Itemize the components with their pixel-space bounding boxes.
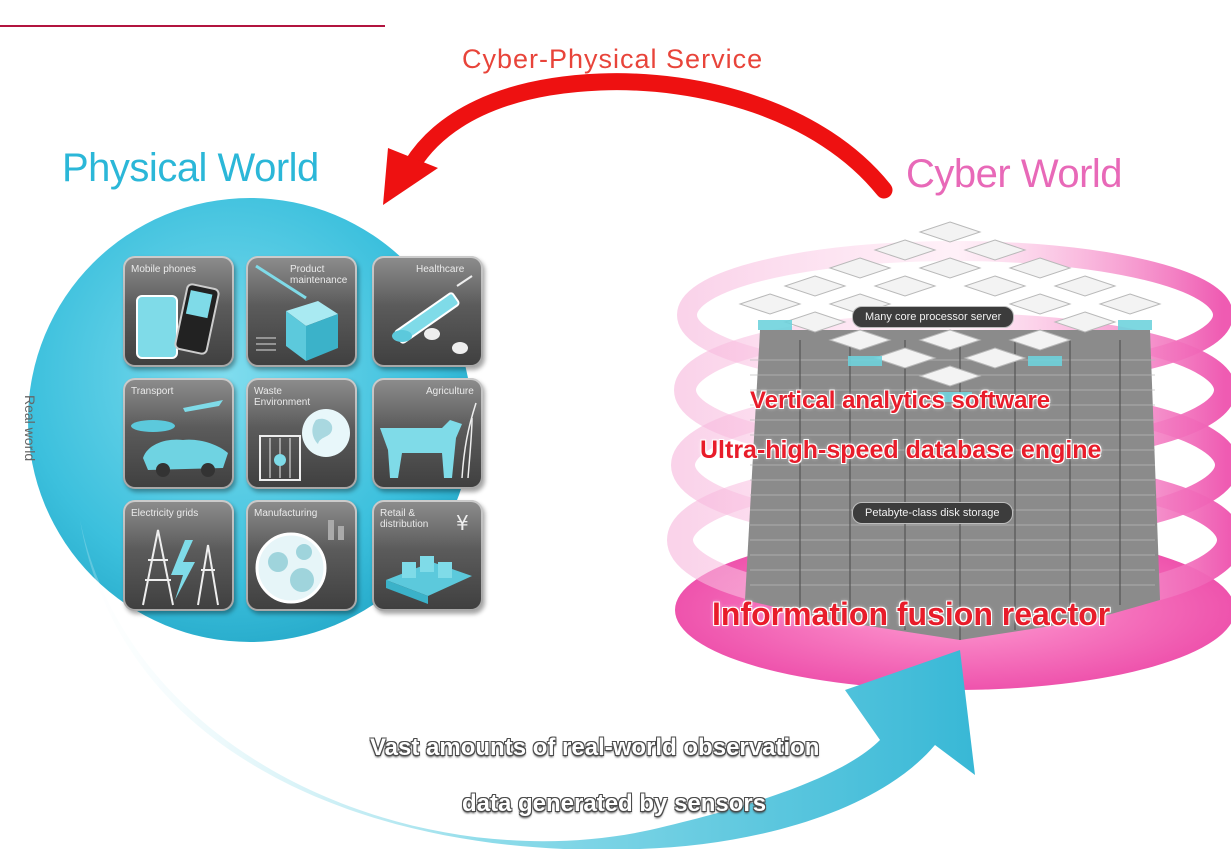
- tile-label: Retail & distribution: [380, 508, 429, 530]
- tile-label: Healthcare: [416, 264, 465, 275]
- flow-text-line-1: Vast amounts of real-world observation: [370, 734, 820, 761]
- tile-product-maintenance: Product maintenance: [246, 256, 357, 367]
- processor-server-label: Many core processor server: [852, 306, 1015, 328]
- disk-storage-label: Petabyte-class disk storage: [852, 502, 1013, 524]
- tile-agriculture: Agriculture: [372, 378, 483, 489]
- power-tower-icon: [142, 529, 219, 606]
- database-engine-text: Ultra-high-speed database engine: [700, 436, 1102, 464]
- service-arrowhead: [383, 148, 438, 205]
- tile-label: Mobile phones: [131, 264, 197, 275]
- information-fusion-reactor-text: Information fusion reactor: [712, 596, 1111, 632]
- tile-transport: Transport: [123, 378, 234, 489]
- tile-label: Waste Environment: [254, 386, 311, 408]
- tile-label: Product maintenance: [290, 264, 348, 286]
- tile-label: Electricity grids: [131, 508, 199, 519]
- server-block: [738, 221, 1162, 640]
- tile-waste-environment: Waste Environment: [246, 378, 357, 489]
- tile-mobile-phones: Mobile phones: [123, 256, 234, 367]
- physical-world-title: Physical World: [62, 146, 319, 190]
- cyber-world-title: Cyber World: [906, 152, 1123, 196]
- phone-icon: [136, 283, 220, 359]
- globe-bin-icon: [259, 409, 350, 481]
- service-label: Cyber-Physical Service: [462, 44, 764, 74]
- vertical-analytics-text: Vertical analytics software: [750, 387, 1051, 414]
- yen-store-icon: ¥: [386, 511, 472, 604]
- top-rule-line: [0, 25, 385, 27]
- flow-text-line-2: data generated by sensors: [462, 790, 767, 817]
- syringe-icon: [392, 275, 473, 354]
- car-plane-icon: [131, 400, 228, 477]
- tile-healthcare: Healthcare: [372, 256, 483, 367]
- tile-label: Transport: [131, 386, 174, 397]
- gear-factory-icon: [255, 520, 344, 604]
- tile-label: Agriculture: [426, 386, 474, 397]
- svg-text:¥: ¥: [456, 511, 469, 535]
- real-world-label: Real world: [22, 395, 38, 462]
- tile-manufacturing: Manufacturing: [246, 500, 357, 611]
- tile-retail-distribution: Retail & distribution ¥: [372, 500, 483, 611]
- service-arrow: [403, 73, 893, 199]
- cow-icon: [380, 402, 477, 479]
- tile-label: Manufacturing: [254, 508, 318, 519]
- box-icon: [255, 264, 338, 361]
- tile-electricity-grids: Electricity grids: [123, 500, 234, 611]
